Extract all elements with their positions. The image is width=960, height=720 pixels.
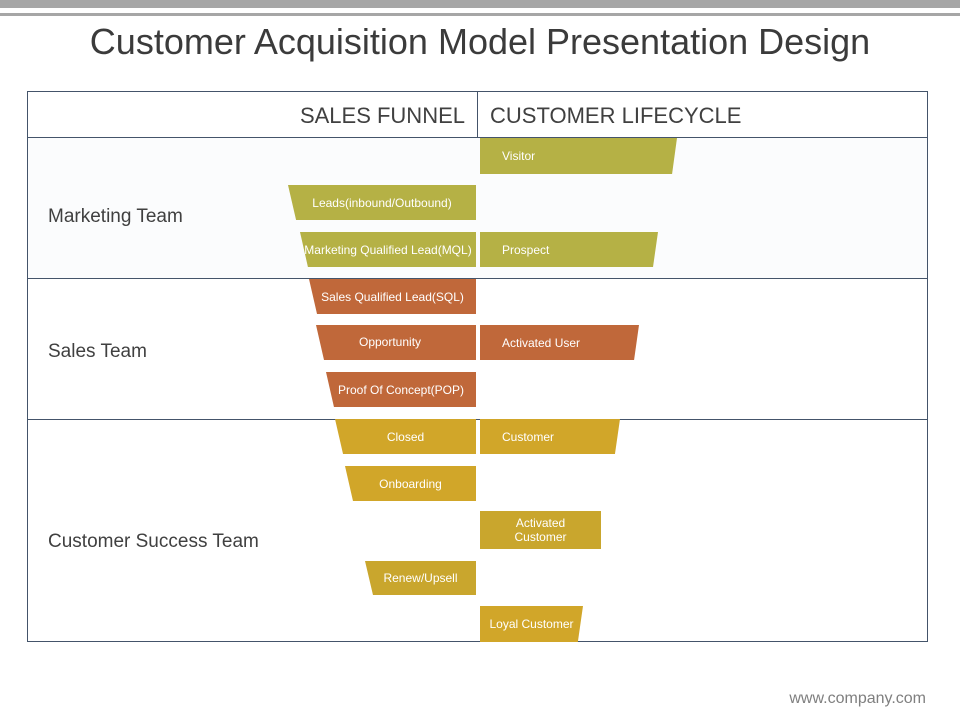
sales-funnel-header: SALES FUNNEL [299,103,465,128]
header-divider [28,137,927,138]
lifecycle-stage-prospect: Prospect [480,232,658,267]
funnel-stage-poc: Proof Of Concept(POP) [326,372,476,407]
lifecycle-stage-loyal-customer: Loyal Customer [480,606,583,642]
funnel-stage-sql: Sales Qualified Lead(SQL) [309,279,476,314]
lifecycle-stage-activated-user: Activated User [480,325,639,360]
lifecycle-stage-visitor: Visitor [480,138,677,174]
customer-lifecycle-header: CUSTOMER LIFECYCLE [490,103,742,128]
sales-success-divider [28,419,927,420]
lifecycle-stage-label: Loyal Customer [489,617,574,631]
team-label-sales: Sales Team [48,341,147,362]
footer-website: www.company.com [789,690,926,707]
header-column-divider [477,92,478,137]
funnel-stage-mql: Marketing Qualified Lead(MQL) [300,232,476,267]
lifecycle-stage-label: Customer [502,429,555,444]
lifecycle-stage-customer: Customer [480,419,620,454]
team-label-customer-success: Customer Success Team [48,531,259,552]
funnel-stage-leads: Leads(inbound/Outbound) [288,185,476,220]
funnel-stage-label: Sales Qualified Lead(SQL) [321,289,464,304]
funnel-stage-label: Leads(inbound/Outbound) [312,195,452,210]
funnel-stage-onboarding: Onboarding [345,466,476,501]
lifecycle-stage-label: Visitor [502,149,536,163]
funnel-stage-renew: Renew/Upsell [365,561,476,595]
lifecycle-stage-activated-customer: Activated Customer [480,511,601,549]
team-label-marketing: Marketing Team [48,206,183,227]
funnel-stage-label: Renew/Upsell [383,571,458,585]
funnel-stage-label: Proof Of Concept(POP) [337,382,465,397]
lifecycle-stage-label: Prospect [502,242,550,257]
funnel-stage-label: Onboarding [379,476,442,491]
marketing-band [28,138,927,278]
funnel-stage-opportunity: Opportunity [316,325,476,360]
funnel-stage-label: Opportunity [359,335,422,349]
funnel-stage-closed: Closed [335,419,476,454]
top-decor-bar [0,0,960,8]
lifecycle-stage-label: Activated User [502,335,581,350]
diagram-frame [27,91,928,642]
page-title: Customer Acquisition Model Presentation … [89,21,871,62]
top-decor-line [0,13,960,16]
marketing-sales-divider [28,278,927,279]
funnel-stage-label: Marketing Qualified Lead(MQL) [304,242,472,257]
lifecycle-stage-label: Activated Customer [514,516,567,544]
funnel-stage-label: Closed [386,429,425,444]
